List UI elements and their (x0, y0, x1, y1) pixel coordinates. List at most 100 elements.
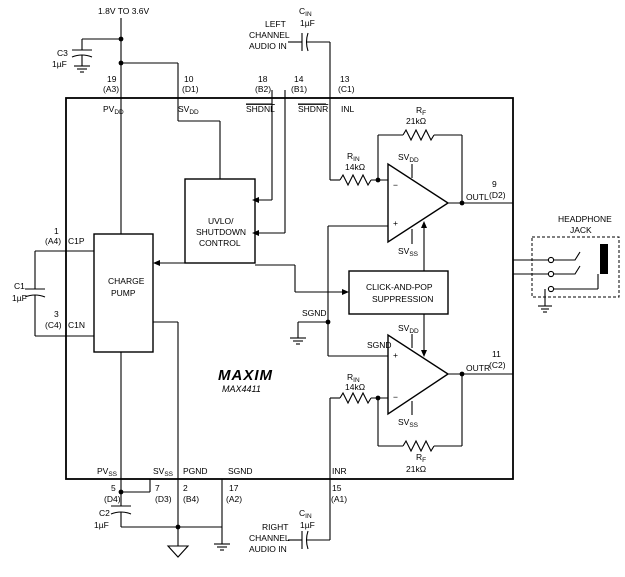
supply-label: 1.8V TO 3.6V (98, 6, 150, 16)
right-input-line-1: RIGHT (262, 522, 288, 532)
pin-ball: (D2) (489, 190, 506, 200)
amp-top-vdd: SVDD (398, 152, 419, 164)
pin-ball: (D3) (155, 494, 172, 504)
pin-number: 10 (184, 74, 194, 84)
rf-right-name: RF (416, 452, 426, 464)
rin-left-name: RIN (347, 151, 360, 163)
pin-ball: (C4) (45, 320, 62, 330)
right-input-line-2: CHANNEL (249, 533, 290, 543)
amp-bot-vdd: SVDD (398, 323, 419, 335)
cin-right-name: CIN (299, 508, 312, 520)
pin-c1n: 3 (C4) C1N (45, 309, 85, 330)
pin-number: 11 (492, 349, 501, 359)
left-channel-input: LEFT CHANNEL AUDIO IN CIN 1µF (249, 6, 331, 180)
rin-right-value: 14kΩ (345, 382, 365, 392)
right-input-line-3: AUDIO IN (249, 544, 287, 554)
pin-number: 13 (340, 74, 350, 84)
pin-pvdd: 19 (A3) PVDD (103, 74, 124, 116)
part-number: MAX4411 (222, 384, 261, 394)
headphone-jack: HEADPHONE JACK (512, 203, 620, 374)
pin-number: 18 (258, 74, 268, 84)
pin-number: 5 (111, 483, 116, 493)
pin-number: 19 (107, 74, 117, 84)
pin-name-outr: OUTR (466, 363, 490, 373)
uvlo-line-3: CONTROL (199, 238, 241, 248)
pin-shdnl: 18 (B2) SHDNL (246, 74, 275, 114)
c2-value: 1µF (94, 520, 109, 530)
pin-outr: OUTR 11 (C2) (466, 349, 506, 373)
pin-number: 14 (294, 74, 304, 84)
pin-name-inl: INL (341, 104, 355, 114)
resistor-rin-right: RIN 14kΩ (330, 372, 388, 405)
click-and-pop-suppression-block: CLICK-AND-POP SUPPRESSION (348, 270, 449, 315)
pin-svdd: 10 (D1) SVDD (178, 74, 199, 116)
pin-name-outl: OUTL (466, 192, 489, 202)
c2-name: C2 (99, 508, 110, 518)
pin-name-pvdd: PVDD (103, 104, 124, 116)
pin-c1p: 1 (A4) C1P (45, 226, 85, 246)
pin-pgnd: PGND 2 (B4) (183, 466, 208, 504)
pin-outl: OUTL 9 (D2) (466, 179, 506, 202)
headphone-label-line-2: JACK (570, 225, 592, 235)
rf-left-value: 21kΩ (406, 116, 426, 126)
supply-rail: 1.8V TO 3.6V (82, 6, 179, 98)
capacitor-c2: C2 1µF (94, 505, 132, 530)
pin-number: 9 (492, 179, 497, 189)
click-pop-line-1: CLICK-AND-POP (366, 282, 433, 292)
c3-value: 1µF (52, 59, 67, 69)
cin-right-value: 1µF (300, 520, 315, 530)
resistor-rf-right: RF 21kΩ (377, 374, 463, 474)
pin-name-inr: INR (332, 466, 347, 476)
resistor-rin-left: RIN 14kΩ (330, 151, 388, 187)
pin-ball: (C1) (338, 84, 355, 94)
pin-inl: 13 (C1) INL (338, 74, 355, 114)
rf-left-name: RF (416, 105, 426, 117)
pin-svss: SVSS 7 (D3) (153, 466, 174, 504)
sgnd-ground-symbol (214, 543, 230, 551)
pin-inr: INR 15 (A1) (331, 466, 347, 504)
cin-left-value: 1µF (300, 18, 315, 28)
left-input-line-3: AUDIO IN (249, 41, 287, 51)
headphone-label-line-1: HEADPHONE (558, 214, 612, 224)
cin-left-name: CIN (299, 6, 312, 18)
amp-bot-vss: SVSS (398, 417, 419, 429)
uvlo-line-2: SHUTDOWN (196, 227, 246, 237)
left-input-line-2: CHANNEL (249, 30, 290, 40)
brand-logo: MAXIM (218, 367, 273, 384)
pgnd-ground-symbol (166, 545, 190, 558)
pin-name-pgnd: PGND (183, 466, 208, 476)
pin-number: 1 (54, 226, 59, 236)
pin-ball: (B2) (255, 84, 271, 94)
right-channel-input: RIGHT CHANNEL AUDIO IN CIN 1µF (249, 508, 330, 554)
pin-shdnr: 14 (B1) SHDNR (291, 74, 328, 114)
pin-ball: (B4) (183, 494, 199, 504)
right-amplifier: + − SVDD SVSS (387, 323, 450, 429)
pin-name-c1n: C1N (68, 320, 85, 330)
amp-top-vss: SVSS (398, 246, 419, 258)
pin-name-sgnd: SGND (228, 466, 253, 476)
pin-name-svdd: SVDD (178, 104, 199, 116)
pin-ball: (C2) (489, 360, 506, 370)
pin-name-c1p: C1P (68, 236, 85, 246)
pin-name-shdnl: SHDNL (246, 104, 275, 114)
capacitor-c3: C3 1µF (52, 39, 93, 73)
amp-plus: + (393, 218, 398, 228)
pin-ball: (A1) (331, 494, 347, 504)
pin-number: 2 (183, 483, 188, 493)
resistor-rf-left: RF 21kΩ (377, 105, 463, 203)
rin-left-value: 14kΩ (345, 162, 365, 172)
uvlo-line-1: UVLO/ (208, 216, 234, 226)
capacitor-c1: C1 1µF (12, 251, 46, 336)
c1-value: 1µF (12, 293, 27, 303)
pin-pvss: PVSS 5 (D4) (97, 466, 121, 504)
pin-number: 7 (155, 483, 160, 493)
pin-name-svss: SVSS (153, 466, 174, 478)
pin-name-pvss: PVSS (97, 466, 118, 478)
charge-pump-line-1: CHARGE (108, 276, 145, 286)
pin-number: 17 (229, 483, 239, 493)
amp-minus: − (393, 392, 398, 402)
pin-name-shdnr: SHDNR (298, 104, 328, 114)
c1-name: C1 (14, 281, 25, 291)
